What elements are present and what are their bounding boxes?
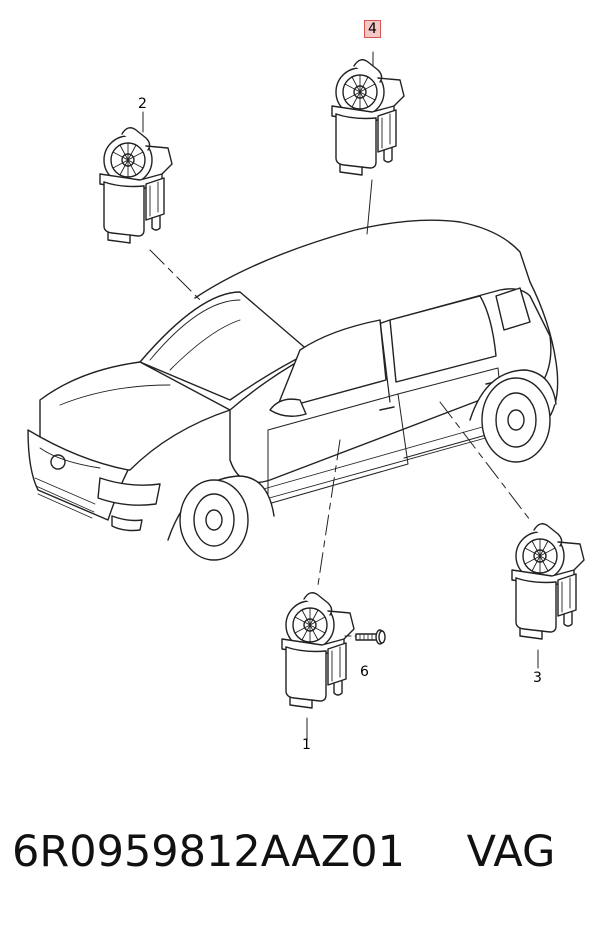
window-motor-icon	[511, 523, 585, 640]
window-motor-icon	[331, 59, 405, 176]
brand-name: VAG	[466, 827, 556, 877]
callout-6[interactable]: 6	[360, 664, 369, 680]
window-motor-icon	[281, 592, 355, 709]
callout-2[interactable]: 2	[138, 96, 147, 112]
callout-4[interactable]: 4	[364, 20, 381, 38]
car-illustration	[27, 219, 559, 561]
part-number: 6R0959812AAZ01	[12, 827, 405, 877]
screw-icon	[355, 629, 386, 645]
callout-3[interactable]: 3	[533, 670, 542, 686]
window-motor-icon	[99, 127, 173, 244]
callout-1[interactable]: 1	[302, 737, 311, 753]
part-number-line: 6R0959812AAZ01 VAG	[12, 822, 598, 882]
